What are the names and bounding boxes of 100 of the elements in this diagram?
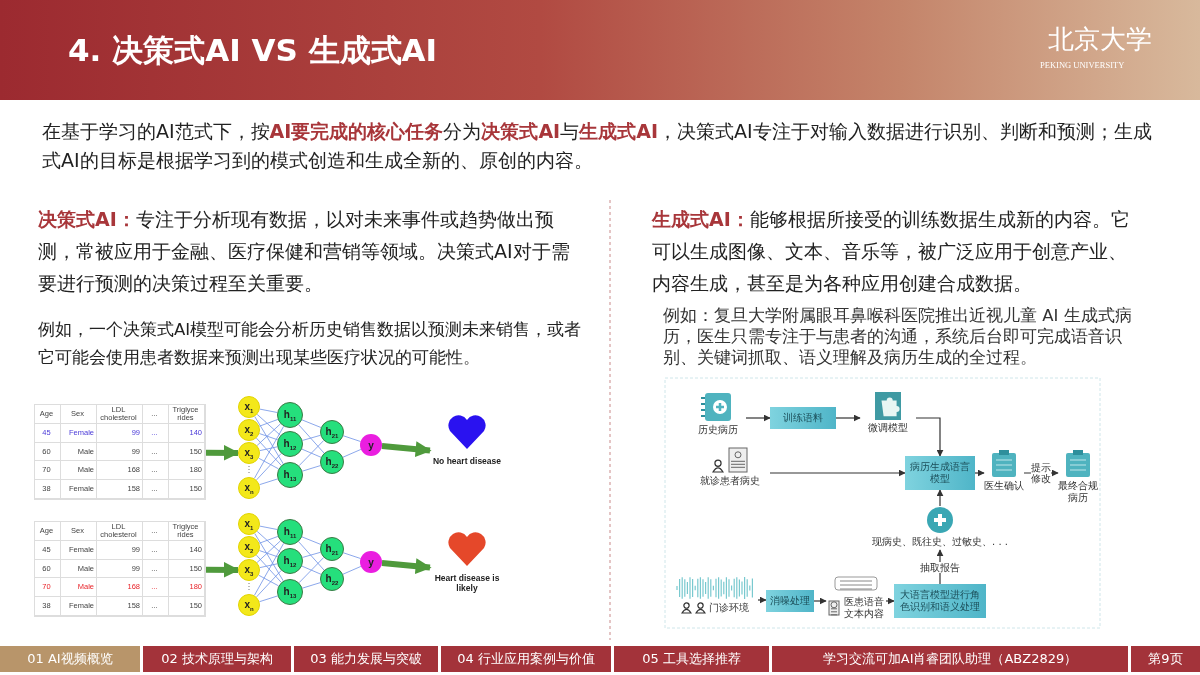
connection-line xyxy=(301,536,322,545)
nav-tab: 02 技术原理与架构 xyxy=(143,646,291,672)
connection-line xyxy=(258,574,279,587)
connection-line xyxy=(259,433,279,441)
edge-label: 提示修改 xyxy=(1031,462,1051,484)
university-name: PEKING UNIVERSITY xyxy=(1040,60,1126,70)
node-caption: 最终合规病历 xyxy=(1058,480,1098,504)
arrow xyxy=(1023,469,1059,477)
connection-line xyxy=(256,423,281,446)
university-name: 北京大学 xyxy=(1048,23,1153,56)
connection-line xyxy=(256,413,281,436)
neuron-circle xyxy=(320,420,344,444)
connection-line xyxy=(259,550,279,558)
connection-line xyxy=(302,582,321,589)
process-label: 病历生成语言模型 xyxy=(909,461,971,485)
neuron-label: x$_{3}$ xyxy=(244,563,254,577)
neuron-circle xyxy=(238,442,260,464)
neuron-label: h$_{12}$ xyxy=(283,437,297,451)
neuron-label: x$_{3}$ xyxy=(244,446,254,460)
nav-tab: 05 工具选择推荐 xyxy=(614,646,769,672)
neuron-label: h$_{22}$ xyxy=(325,455,339,469)
connection-line xyxy=(302,434,321,441)
neuron-circle xyxy=(277,519,303,545)
nav-tab: 04 行业应用案例与价值 xyxy=(441,646,611,672)
arrow xyxy=(813,597,827,605)
definition-paragraph: 决策式AI：专注于分析现有数据，以对未来事件或趋势做出预测，常被应用于金融、医疗保健和营销等领域。决策式AI对于需要进行预测的决策过程至关重要。 xyxy=(38,207,571,296)
example-paragraph: 例如：复旦大学附属眼耳鼻喉科医院推出近视儿童 AI 生成式病历，医生只需专注于与患者的沟通，系统后台即可完成语音识别、关键词抓取、语义理解及病历生成的全过程。 xyxy=(663,305,1133,368)
connection-line xyxy=(298,424,325,454)
neuron-circle xyxy=(277,402,303,428)
definition-paragraph: 生成式AI：能够根据所接受的训练数据生成新的内容。它可以生成图像、文本、音乐等，被广泛应用于创意产业、内容生成，甚至是为各种应用创建合成数据。 xyxy=(652,207,1131,296)
neuron-label: x$_{1}$ xyxy=(244,517,254,531)
neuron-label: x$_{2}$ xyxy=(244,540,254,554)
connection-line xyxy=(298,440,324,467)
arrow xyxy=(936,489,944,507)
neuron-label: h$_{12}$ xyxy=(283,554,297,568)
connection-line xyxy=(301,419,322,428)
arrow xyxy=(769,469,906,477)
connection-line xyxy=(256,530,281,553)
slide-title: 4. 决策式AI VS 生成式AI xyxy=(68,31,438,70)
connection-line xyxy=(256,570,282,598)
arrow xyxy=(757,596,767,604)
connection-line xyxy=(259,525,278,530)
connection-line xyxy=(254,533,284,582)
data-table xyxy=(34,521,206,617)
neuron-circle xyxy=(277,462,303,488)
connection-line xyxy=(302,465,321,472)
connection-line xyxy=(259,408,278,413)
neuron-label: h$_{13}$ xyxy=(283,585,297,599)
connection-line xyxy=(258,457,279,470)
nav-tab: 03 能力发展与突破 xyxy=(294,646,438,672)
arrow xyxy=(205,444,240,461)
node-caption: 历史病历 xyxy=(697,424,739,436)
connection-line xyxy=(298,557,324,584)
connection-line xyxy=(259,446,278,452)
connection-line xyxy=(258,419,279,427)
neuron-label: h$_{11}$ xyxy=(283,525,297,539)
example-paragraph: 例如，一个决策式AI模型可能会分析历史销售数据以预测未来销售，或者它可能会使用患者数据来预测出现某些医疗状况的可能性。 xyxy=(38,319,583,369)
connection-line xyxy=(343,435,361,442)
neuron-label: y xyxy=(368,439,374,451)
neuron-label: h$_{13}$ xyxy=(283,468,297,482)
connection-line xyxy=(342,449,362,458)
connection-line xyxy=(254,416,284,465)
neuron-label: h$_{11}$ xyxy=(283,408,297,422)
neuron-label: h$_{22}$ xyxy=(325,572,339,586)
edge-label: 抽取报告 xyxy=(918,561,962,573)
neuron-circle xyxy=(238,536,260,558)
connection-line xyxy=(298,541,325,571)
neuron-label: y xyxy=(368,556,374,568)
connection-line xyxy=(342,566,362,575)
connection-line xyxy=(259,595,278,603)
connection-line xyxy=(254,542,285,596)
node-caption: 微调模型 xyxy=(867,422,909,434)
outcome-label: No heart disease xyxy=(432,456,502,466)
neuron-circle xyxy=(238,594,260,616)
neuron-circle xyxy=(320,450,344,474)
neuron-circle xyxy=(277,431,303,457)
neuron-label: x$_{2}$ xyxy=(244,423,254,437)
process-box xyxy=(766,590,814,612)
connection-line xyxy=(258,536,279,544)
neuron-circle xyxy=(238,419,260,441)
neuron-circle xyxy=(277,548,303,574)
connection-line xyxy=(256,540,281,563)
neuron-circle xyxy=(360,434,382,456)
arrow xyxy=(885,597,895,605)
connection-line xyxy=(301,565,322,575)
node-caption: 门诊环境 xyxy=(709,602,749,614)
neuron-circle xyxy=(238,396,260,418)
intro-paragraph: 在基于学习的AI范式下，按AI要完成的核心任务分为决策式AI与生成式AI，决策式AI专注于对输入数据进行识别、判断和预测；生成式AI的目标是根据学习到的模式创造和生成全新的、原创的内容。 xyxy=(42,119,1153,173)
connection-line xyxy=(259,563,278,569)
neuron-circle xyxy=(360,551,382,573)
arrow xyxy=(835,414,861,422)
neuron-circle xyxy=(277,579,303,605)
process-label: 消噪处理 xyxy=(770,595,810,607)
process-label: 大语言模型进行角色识别和语义处理 xyxy=(899,589,981,613)
arrow xyxy=(745,414,771,422)
footer-note: 学习交流可加AI肖睿团队助理（ABZ2829） xyxy=(772,646,1128,672)
neuron-label: h$_{21}$ xyxy=(325,425,339,439)
neuron-circle xyxy=(238,513,260,535)
node-caption: 现病史、既往史、过敏史、. . . xyxy=(871,536,1009,548)
process-label: 训练语料 xyxy=(783,412,823,424)
